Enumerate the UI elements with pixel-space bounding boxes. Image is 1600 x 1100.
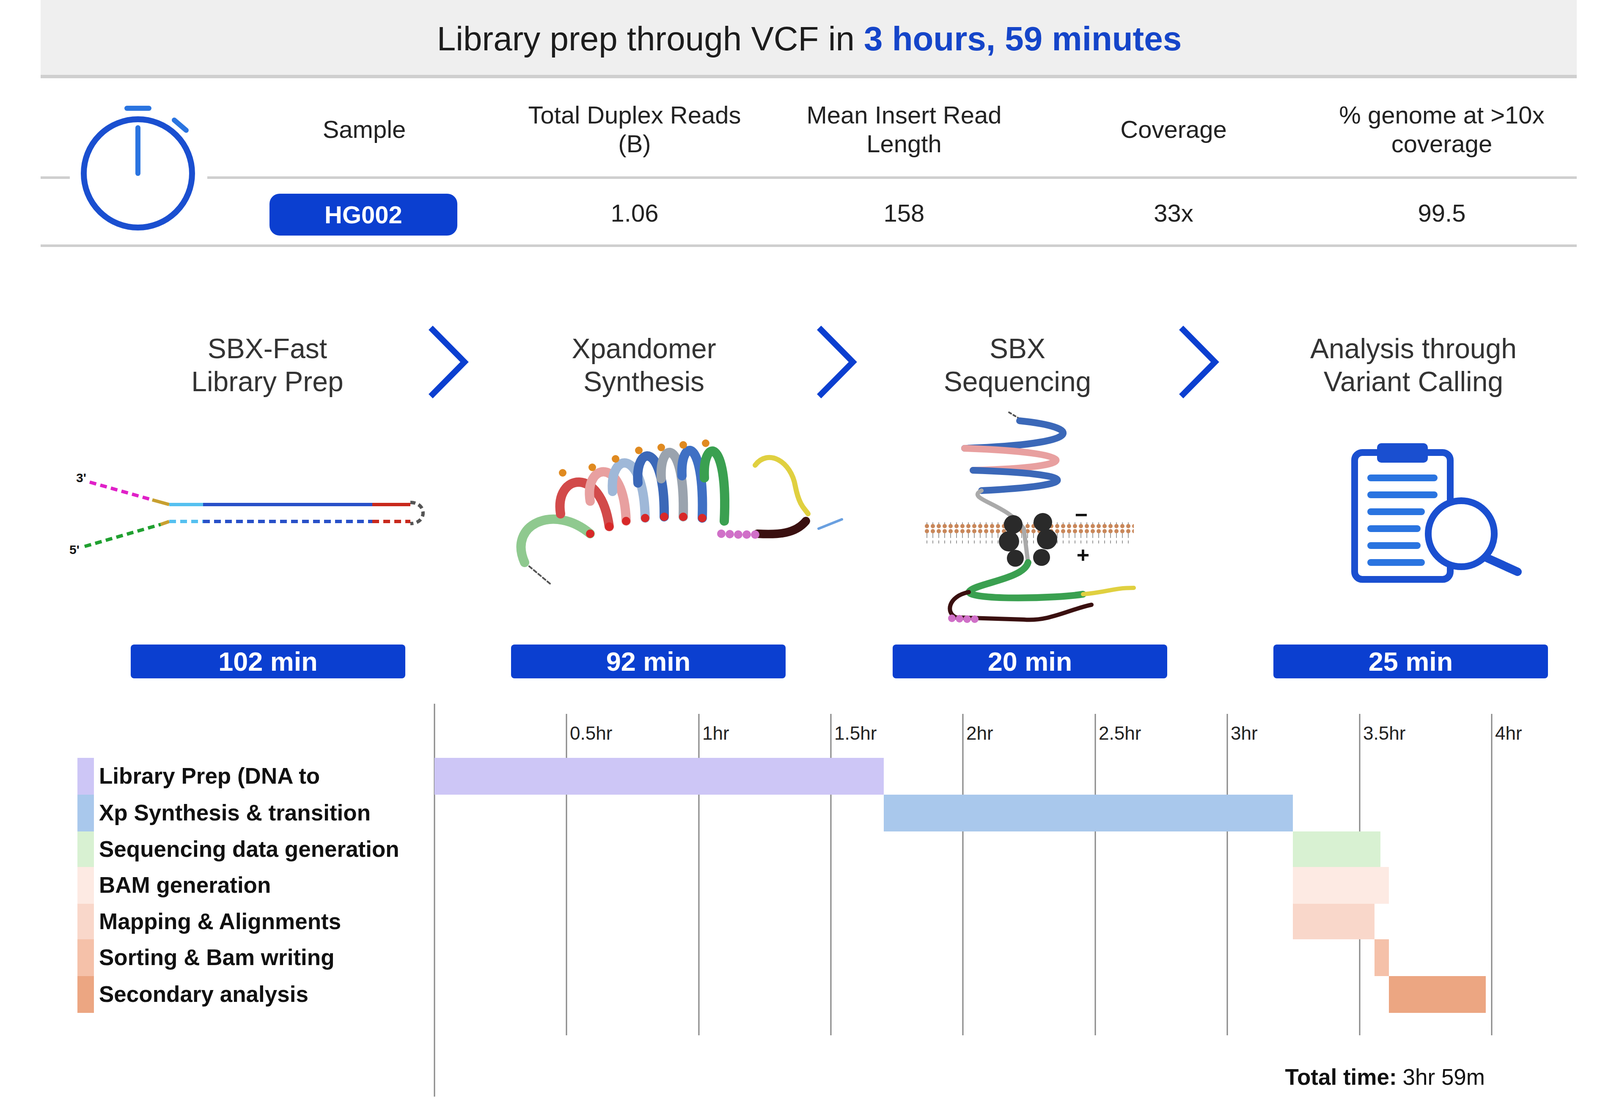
gantt-bar <box>434 758 884 795</box>
title-band <box>40 0 1577 246</box>
library-adapter-figure <box>84 482 424 547</box>
gantt-bar <box>1388 976 1486 1014</box>
legend-text: Library Prep (DNA to <box>98 763 320 790</box>
table-header: % genome at >10x coverage <box>1314 100 1569 159</box>
gantt-bars <box>434 758 1486 1014</box>
axis-tick-label: 0.5hr <box>569 722 613 745</box>
clipboard-icon <box>1354 443 1518 580</box>
legend-swatch <box>77 758 94 795</box>
pill-text: 25 min <box>1368 646 1454 677</box>
legend-text: BAM generation <box>98 872 271 899</box>
xpandomer-figure <box>521 439 842 584</box>
title-highlight: 3 hours, 59 minutes <box>863 19 1182 59</box>
gantt-bar <box>1292 831 1381 868</box>
duration-pill: 102 min <box>130 644 406 679</box>
pill-text: 102 min <box>218 646 318 677</box>
table-header: Sample <box>254 115 475 144</box>
total-time-label: Total time: <box>1285 1064 1397 1092</box>
gantt-grid <box>434 703 1492 1097</box>
step-title: SBX-Fast Library Prep <box>170 332 365 399</box>
table-cell: 158 <box>883 198 925 228</box>
duration-pill: 25 min <box>1273 644 1548 679</box>
charge-sign: − <box>1074 502 1088 528</box>
legend-text: Secondary analysis <box>98 981 309 1009</box>
table-header: Coverage <box>1063 115 1284 144</box>
charge-sign: + <box>1076 542 1090 569</box>
axis-tick-label: 1hr <box>702 722 730 745</box>
legend-text: Sorting & Bam writing <box>98 944 335 972</box>
stopwatch-icon <box>83 108 193 228</box>
table-cell: 1.06 <box>610 198 659 228</box>
step-chevron <box>430 327 1216 397</box>
strand-end-label: 3' <box>76 470 87 486</box>
axis-tick-label: 1.5hr <box>834 722 877 745</box>
gantt-bar <box>1292 867 1389 905</box>
legend-swatch <box>77 831 94 868</box>
table-cell: 99.5 <box>1418 198 1466 228</box>
table-cell: 33x <box>1153 198 1194 228</box>
step-title: Analysis through Variant Calling <box>1286 332 1541 399</box>
pill-text: 20 min <box>987 646 1073 677</box>
legend-swatch <box>77 976 94 1014</box>
sample-pill: HG002 <box>269 193 458 236</box>
nanopore-figure <box>924 412 1134 624</box>
table-header: Total Duplex Reads (B) <box>516 100 754 159</box>
page-title: Library prep through VCF in <box>437 19 855 59</box>
duration-pill: 92 min <box>511 644 786 679</box>
gantt-bar <box>1374 939 1389 977</box>
legend-swatch <box>77 867 94 905</box>
table-header: Mean Insert Read Length <box>785 100 1023 159</box>
legend-swatch <box>77 794 94 832</box>
gantt-bar <box>1292 904 1375 940</box>
legend-swatch <box>77 939 94 977</box>
axis-tick-label: 4hr <box>1495 722 1523 745</box>
duration-pill: 20 min <box>892 644 1168 679</box>
strand-end-label: 5' <box>69 542 80 558</box>
legend-swatch <box>77 904 94 940</box>
step-title: SBX Sequencing <box>928 332 1107 399</box>
legend-text: Mapping & Alignments <box>98 908 341 936</box>
gantt-bar <box>883 794 1293 832</box>
total-time-value: 3hr 59m <box>1402 1064 1485 1092</box>
axis-tick-label: 3hr <box>1230 722 1258 745</box>
pill-text: 92 min <box>606 646 691 677</box>
pill-text: HG002 <box>324 200 403 229</box>
legend-text: Sequencing data generation <box>98 836 400 864</box>
step-title: Xpandomer Synthesis <box>550 332 737 399</box>
legend-text: Xp Synthesis & transition <box>98 800 371 827</box>
axis-tick-label: 2hr <box>966 722 994 745</box>
axis-tick-label: 3.5hr <box>1363 722 1406 745</box>
axis-tick-label: 2.5hr <box>1098 722 1141 745</box>
